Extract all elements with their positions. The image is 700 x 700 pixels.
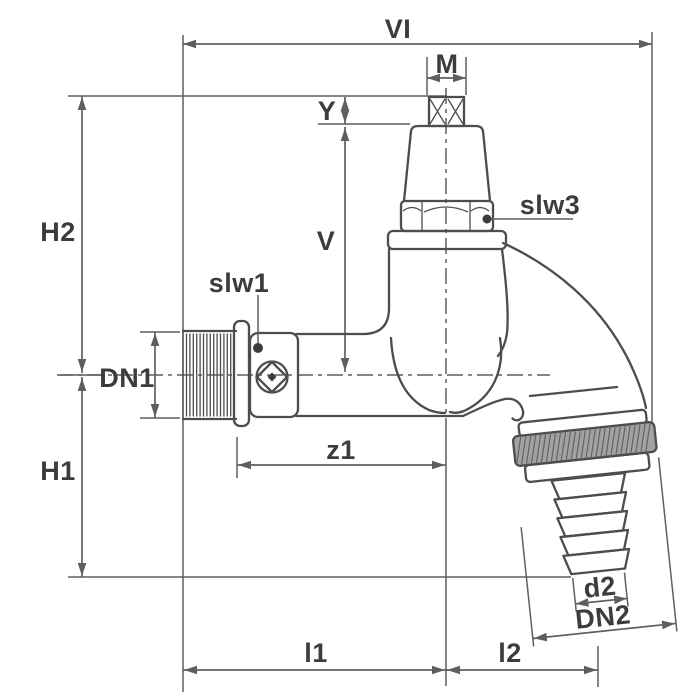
thread-lines [185,333,232,417]
dim-label-h2: H2 [40,217,76,247]
extension-lines [60,32,653,692]
inlet-thread [181,329,238,421]
ball-left-arc [389,336,447,415]
knurl-hatch [516,423,651,465]
slw1-dot [253,343,263,353]
dim-label-h1: H1 [40,456,76,486]
hose-union-group: d2 DN2 [511,408,678,647]
dim-label-l2: l2 [498,638,522,668]
inlet-block [248,331,300,419]
hex-chamfer-arcs [402,206,490,213]
bonnet-hex-nut [399,199,495,233]
valve-body [294,241,648,422]
nozzle-dimensions: d2 DN2 [520,457,678,647]
centerlines [57,88,550,686]
dim-label-d2: d2 [582,571,617,604]
dim-label-vi: VI [385,14,412,44]
bonnet-cone [402,124,492,203]
dim-label-v: V [317,226,336,256]
dim-label-y: Y [318,96,337,126]
slw3-dot [482,214,492,224]
spindle-top [427,95,466,128]
body-flange [386,229,508,251]
square-drive-center [267,372,277,382]
inlet-collar-and-block [232,319,300,428]
ball-right-arc [448,336,503,414]
dim-label-l1: l1 [304,638,328,668]
headwork [386,95,508,251]
part-label-slw3: slw3 [520,190,581,220]
dim-label-m: M [436,49,459,79]
dimension-labels: VI M Y V H2 H1 DN1 slw1 slw3 z1 l1 l2 [40,14,580,668]
dim-label-z1: z1 [326,435,356,465]
part-label-slw1: slw1 [209,268,270,298]
spout-outer-curve [501,241,648,410]
spindle-thread-cross [429,98,464,125]
spout-joint-line [528,385,619,398]
arm-bottom-and-spout-underside [294,397,525,422]
inlet-collar [232,319,251,428]
dim-label-dn1: DN1 [99,363,155,393]
leader-lines [253,214,573,353]
barb-5 [562,547,631,576]
dimension-lines [77,39,652,675]
body-left-edge-and-arm-top [294,247,391,336]
square-drive [255,360,289,394]
hose-nozzle-barbs [550,471,631,576]
